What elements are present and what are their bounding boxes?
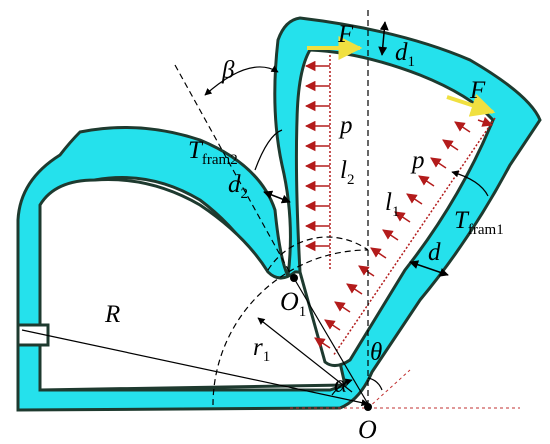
label-alpha: α bbox=[334, 371, 348, 398]
force-arrow-right bbox=[446, 93, 496, 117]
label-l2: l2 bbox=[340, 157, 354, 188]
dimension-markers bbox=[263, 21, 449, 277]
baseline-lines bbox=[290, 369, 520, 409]
label-d1: d1 bbox=[395, 39, 415, 70]
label-R: R bbox=[104, 301, 120, 328]
label-r1: r1 bbox=[253, 334, 270, 365]
upper-cavity bbox=[294, 48, 495, 367]
pressure-arrows-l1 bbox=[314, 116, 496, 357]
label-p-right: p bbox=[410, 147, 425, 174]
origin-o1-point bbox=[290, 274, 298, 282]
label-p-top: p bbox=[338, 112, 353, 139]
label-O: O bbox=[358, 415, 377, 444]
label-beta: β bbox=[221, 57, 235, 84]
pressure-arrows-l2 bbox=[304, 55, 331, 270]
origin-o-point bbox=[364, 403, 372, 411]
label-l1: l1 bbox=[385, 189, 399, 220]
label-F-right: F bbox=[469, 77, 486, 104]
label-T-fram1: Tfram1 bbox=[454, 207, 504, 238]
construction-lines bbox=[21, 10, 489, 410]
label-theta: θ bbox=[370, 339, 382, 366]
label-O1: O1 bbox=[280, 287, 306, 320]
label-T-fram2: Tfram2 bbox=[188, 137, 238, 168]
label-d: d bbox=[428, 239, 441, 266]
label-F-top: F bbox=[337, 21, 354, 48]
label-d2: d2 bbox=[228, 171, 248, 202]
